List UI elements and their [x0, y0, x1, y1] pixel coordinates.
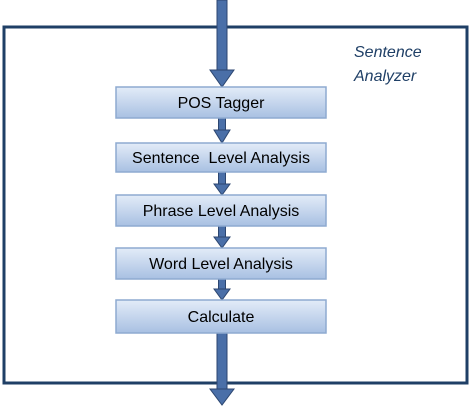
input-arrow — [209, 0, 235, 88]
stage-sentence-level-analysis: Sentence Level Analysis — [115, 142, 327, 173]
stage-calculate: Calculate — [115, 299, 327, 334]
stage-word-level-analysis: Word Level Analysis — [115, 247, 327, 280]
stage-pos-tagger: POS Tagger — [115, 86, 327, 119]
stage-label: Sentence Level Analysis — [132, 150, 310, 167]
stage-label: POS Tagger — [178, 95, 266, 112]
stage-phrase-level-analysis: Phrase Level Analysis — [115, 194, 327, 227]
container-title-line-1: Sentence — [354, 44, 422, 61]
stage-label: Word Level Analysis — [149, 256, 293, 273]
stage-label: Phrase Level Analysis — [143, 203, 300, 220]
stage-label: Calculate — [188, 309, 255, 326]
container-title-line-2: Analyzer — [353, 68, 417, 85]
